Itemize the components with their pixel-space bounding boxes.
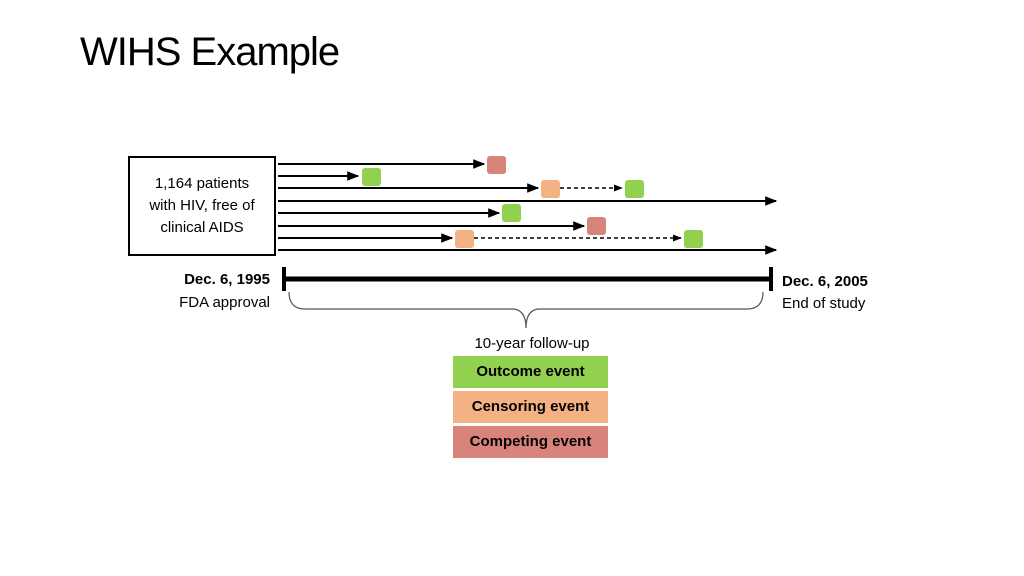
competing-event-marker [487,156,506,174]
censoring-event-marker [541,180,560,198]
cohort-box: 1,164 patients with HIV, free of clinica… [128,156,276,256]
cohort-description: 1,164 patients with HIV, free of clinica… [137,173,267,239]
outcome-event-marker [684,230,703,248]
start-label: FDA approval [179,294,270,311]
follow-up-label: 10-year follow-up [474,335,590,352]
start-date: Dec. 6, 1995 [184,271,270,288]
follow-up-brace [288,291,764,329]
cohort-line: with HIV, free of [149,197,255,214]
outcome-event-marker [625,180,644,198]
legend-outcome-event: Outcome event [453,356,608,388]
legend-competing-event: Competing event [453,426,608,458]
legend-censoring-event: Censoring event [453,391,608,423]
outcome-event-marker [502,204,521,222]
slide-title: WIHS Example [80,30,340,74]
censoring-event-marker [455,230,474,248]
competing-event-marker [587,217,606,235]
cohort-line: 1,164 patients [154,175,250,192]
cohort-line: clinical AIDS [160,219,244,236]
outcome-event-marker [362,168,381,186]
end-label: End of study [782,295,866,312]
end-date: Dec. 6, 2005 [782,273,868,290]
